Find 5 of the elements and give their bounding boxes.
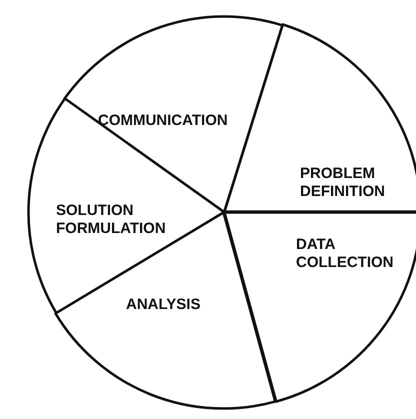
sector-label: SOLUTION FORMULATION (56, 202, 167, 238)
sector-label: DATA COLLECTION (296, 236, 394, 272)
sector-label: COMMUNICATION (98, 112, 228, 130)
sector-label: ANALYSIS (126, 296, 202, 314)
sector-label: PROBLEM DEFINITION (300, 164, 386, 201)
